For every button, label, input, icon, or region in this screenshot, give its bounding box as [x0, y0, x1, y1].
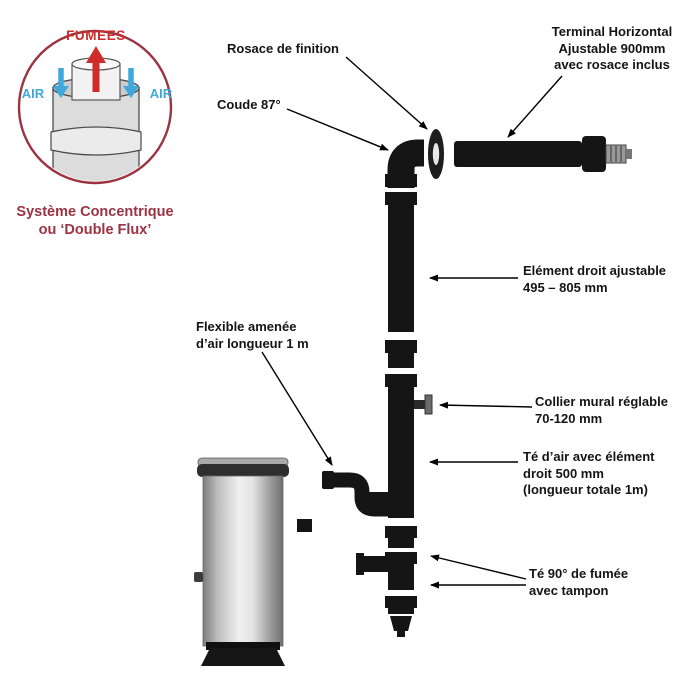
air-arrow-left-icon — [53, 68, 69, 98]
stove-knob — [194, 572, 203, 582]
smoke-flow-label: FUMEES — [66, 28, 126, 43]
elbow-87 — [385, 139, 424, 188]
stove-air-inlet — [297, 519, 312, 532]
callout-te-air-label: Té d’air avec élément droit 500 mm (long… — [523, 449, 655, 498]
pipe-connector — [385, 340, 417, 368]
air-tee-element — [366, 374, 417, 518]
smoke-tee-90 — [356, 552, 417, 590]
callout-element-droit-label: Elément droit ajustable 495 – 805 mm — [523, 263, 667, 295]
smoke-arrow-icon — [86, 46, 106, 92]
leader-line-coude — [286, 108, 389, 151]
inset-circle-outline — [17, 29, 173, 185]
air-left-label: AIR — [21, 86, 45, 101]
concentric-pipe-drawing — [50, 46, 142, 181]
leader-line-terminal — [507, 75, 563, 138]
pipe-short-section — [385, 526, 417, 548]
plug-cap — [385, 596, 417, 637]
callout-rosace-label: Rosace de finition — [227, 41, 339, 56]
pipe-coupling-band — [50, 126, 142, 156]
stove-base — [201, 648, 285, 666]
finish-rosette — [428, 129, 444, 179]
leader-line-flexible — [261, 351, 333, 466]
concentric-system-inset — [17, 29, 173, 185]
adjustable-straight-element — [385, 192, 417, 332]
leader-line-rosace — [345, 56, 428, 130]
wall-collar — [414, 394, 433, 415]
callout-coude-label: Coude 87° — [217, 97, 281, 112]
callout-flexible-label: Flexible amenée d’air longueur 1 m — [196, 319, 309, 351]
callout-terminal-label: Terminal Horizontal Ajustable 900mm avec… — [551, 24, 673, 73]
stove — [194, 457, 289, 666]
leader-line-collier — [439, 401, 533, 409]
leader-line-te-fumee-1 — [430, 554, 527, 580]
air-arrow-right-icon — [123, 68, 139, 98]
air-right-label: AIR — [149, 86, 173, 101]
callout-te-fumee-label: Té 90° de fumée avec tampon — [529, 566, 629, 598]
horizontal-terminal — [454, 136, 632, 172]
callout-collier-label: Collier mural réglable 70-120 mm — [535, 394, 668, 426]
flexible-air-duct — [297, 471, 388, 532]
concentric-system-caption: Système Concentrique ou ‘Double Flux’ — [16, 204, 174, 239]
